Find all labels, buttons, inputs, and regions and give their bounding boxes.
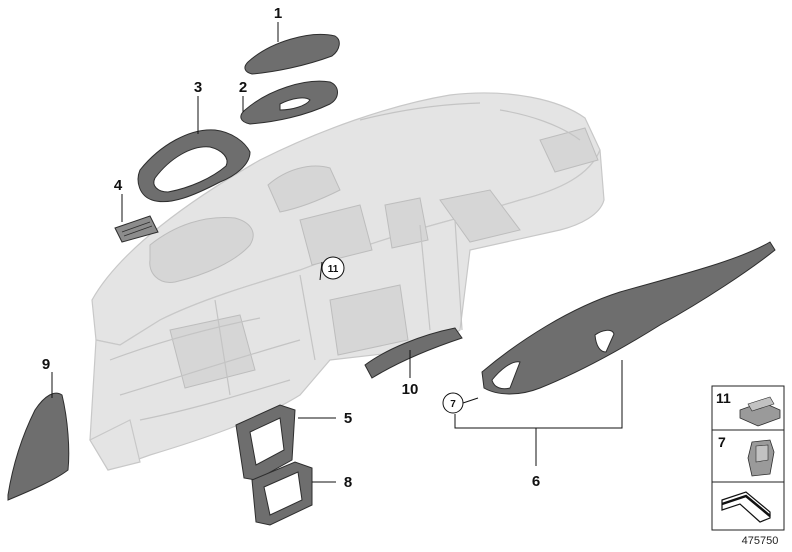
callout-9: 9 [42,356,50,373]
callout-11-circle [321,256,345,280]
callout-7: 7 [450,399,456,410]
callout-6: 6 [532,473,540,490]
legend-label-11: 11 [716,390,731,406]
reference-number: 475750 [742,535,779,547]
legend-label-7: 7 [718,434,726,450]
part-9-side-cover [7,392,70,501]
callout-1: 1 [274,5,282,22]
callout-4: 4 [114,177,123,194]
callout-7-circle [442,392,464,414]
dashboard-illustration [89,92,605,471]
part-1-trim-cover [244,33,340,75]
callout-2: 2 [239,79,247,96]
legend-panel: 11 7 [711,385,785,531]
callout-5: 5 [344,410,352,427]
part-10-glovebox-strip [364,327,463,379]
part-6-decor-trim [481,241,776,395]
callout-11: 11 [328,264,339,275]
callout-10: 10 [402,381,419,398]
callout-8: 8 [344,474,352,491]
callout-3: 3 [194,79,202,96]
